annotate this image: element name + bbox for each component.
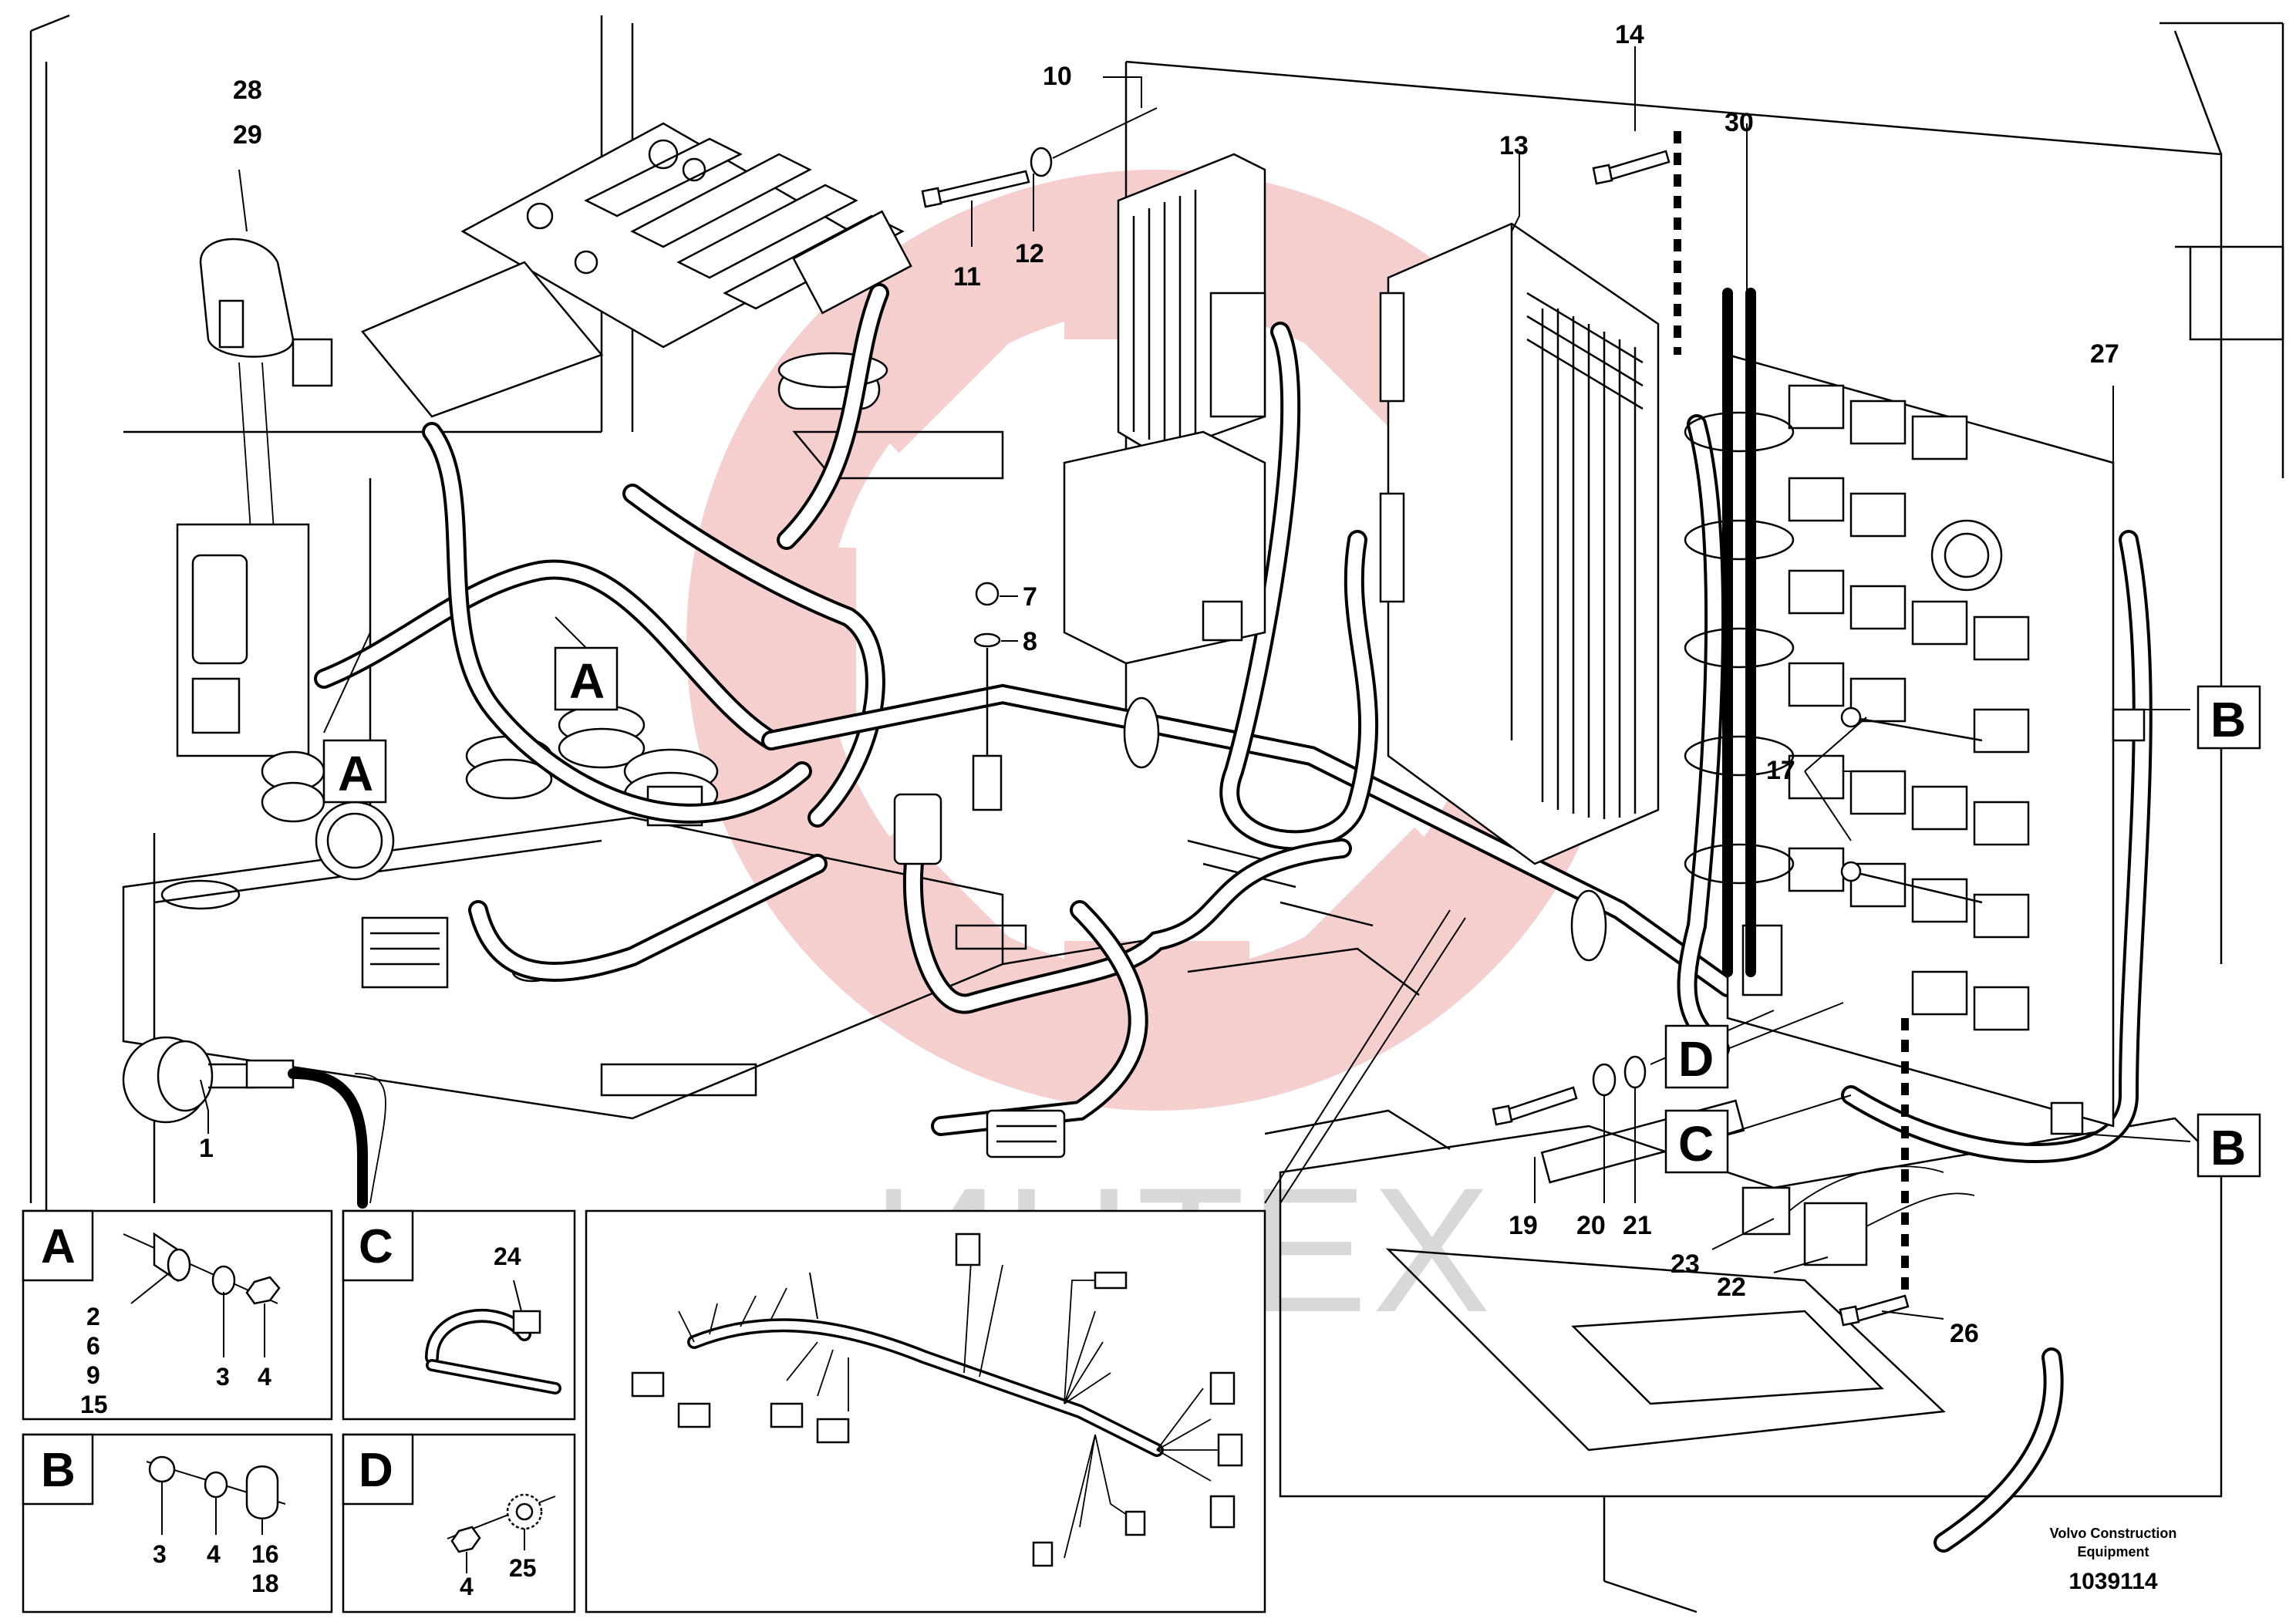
relay-board-27 [1726,353,2146,1135]
control-unit-10 [1063,153,1266,665]
svg-text:C: C [1678,1116,1714,1172]
svg-text:A: A [569,653,605,709]
cab-frame [29,14,2284,1614]
svg-text:A: A [338,746,373,801]
control-unit-13 [1379,222,1660,865]
svg-text:D: D [359,1444,393,1497]
svg-text:A: A [41,1220,76,1273]
detail-a-2: 2 [86,1303,100,1330]
svg-text:D: D [1678,1031,1714,1087]
detail-a-6: 6 [86,1332,100,1360]
callout-26: 26 [1950,1319,1979,1348]
callout-21: 21 [1623,1211,1652,1240]
callout-28: 28 [233,76,262,105]
credit-line-1: Volvo Construction [2050,1526,2177,1541]
callout-29: 29 [233,120,262,150]
bolt-26 [1839,1294,1910,1327]
callout-12: 12 [1015,239,1044,268]
callout-20: 20 [1576,1211,1606,1240]
credit-line-2: Equipment [2078,1544,2149,1560]
switch-panel [360,122,1004,480]
connectors-22-23 [1741,1165,1975,1266]
leader-lines [200,46,2191,1320]
svg-text:B: B [2210,692,2246,747]
callout-8: 8 [1023,627,1037,656]
detail-a-3: 3 [216,1363,230,1391]
detail-d-25: 25 [509,1554,537,1582]
callout-13: 13 [1499,131,1529,160]
svg-text:B: B [41,1444,76,1497]
detail-box-d: D 4 25 [342,1433,576,1614]
detail-box-harness-5 [585,1209,1266,1614]
view-label-d1: D [1664,1024,1729,1089]
callout-23: 23 [1671,1249,1700,1279]
detail-b-4: 4 [207,1540,221,1568]
detail-a-15: 15 [80,1391,108,1418]
callout-14: 14 [1615,20,1644,49]
callout-30: 30 [1725,108,1754,137]
bolt-19-washers-20-21 [1492,1010,1775,1126]
view-label-b2: B [2197,1113,2261,1178]
detail-d-4: 4 [460,1573,474,1600]
callout-numbers: 1 5 7 8 10 11 12 13 14 17 19 20 21 22 23… [199,20,2119,1348]
svg-text:C: C [359,1220,393,1273]
detail-c-24: 24 [494,1243,521,1270]
callout-22: 22 [1717,1273,1746,1302]
view-label-a1: A [554,646,619,711]
detail-b-3: 3 [153,1540,167,1568]
detail-b-16: 16 [251,1540,279,1568]
callout-19: 19 [1509,1211,1538,1240]
callout-11: 11 [953,262,981,292]
callout-1: 1 [199,1134,214,1163]
bolt-11-washer-12 [921,107,1158,208]
callout-17: 17 [1766,756,1795,785]
callout-10: 10 [1043,62,1072,91]
bolt-14 [1592,150,1671,185]
detail-a-9: 9 [86,1361,100,1389]
harness-tubes [314,283,2153,1553]
credit-block: Volvo Construction Equipment 1039114 [2050,1526,2177,1594]
callout-27: 27 [2090,339,2119,369]
sensor-part-1 [122,1036,386,1209]
view-label-a2: A [322,739,387,804]
svg-text:B: B [2210,1120,2246,1175]
detail-box-c: C 24 [342,1209,576,1421]
callout-7: 7 [1023,582,1037,612]
stud-7-8 [893,582,1066,1158]
spiral-wrap-30 [1684,288,1795,977]
view-label-c1: C [1664,1109,1729,1174]
relay-grid [1788,384,2030,1031]
view-label-b1: B [2197,685,2261,750]
knob-28-29 [199,238,333,587]
left-control-box [176,523,719,989]
detail-box-a: A 2 6 9 15 3 4 [22,1209,333,1421]
document-number: 1039114 [2068,1569,2157,1594]
detail-box-b: B 3 4 16 18 [22,1433,333,1614]
detail-b-18: 18 [251,1570,279,1597]
detail-a-4: 4 [258,1363,271,1391]
